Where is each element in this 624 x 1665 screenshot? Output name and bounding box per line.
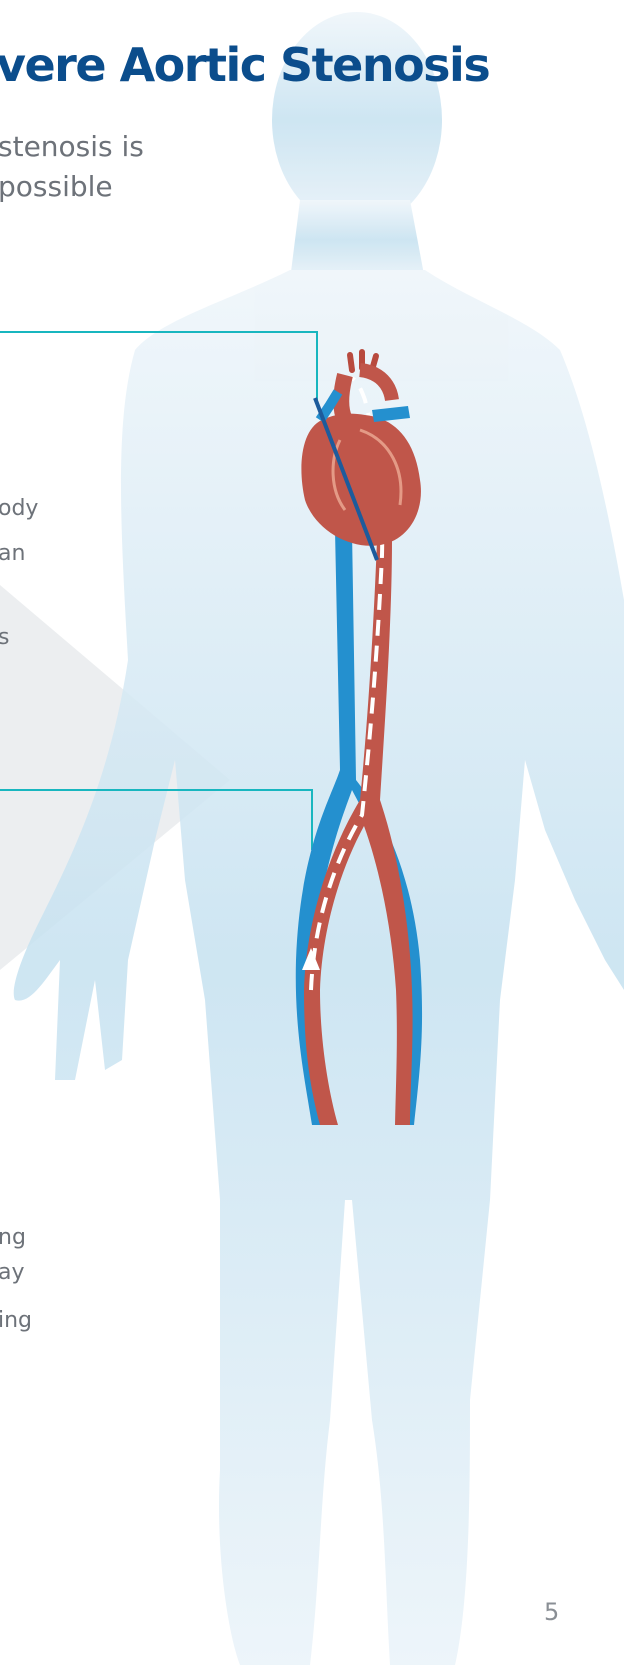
text-fragment: ng — [0, 1225, 26, 1250]
text-fragment: an — [0, 541, 25, 566]
intro-line-2: possible — [0, 170, 113, 203]
intro-line-1: stenosis is — [0, 130, 144, 163]
text-fragment: ing — [0, 1308, 32, 1333]
text-fragment: ay — [0, 1260, 25, 1285]
text-fragment: ody — [0, 496, 38, 521]
page-title: vere Aortic Stenosis — [0, 38, 489, 92]
page-number: 5 — [544, 1598, 559, 1626]
text-fragment: s — [0, 625, 9, 650]
